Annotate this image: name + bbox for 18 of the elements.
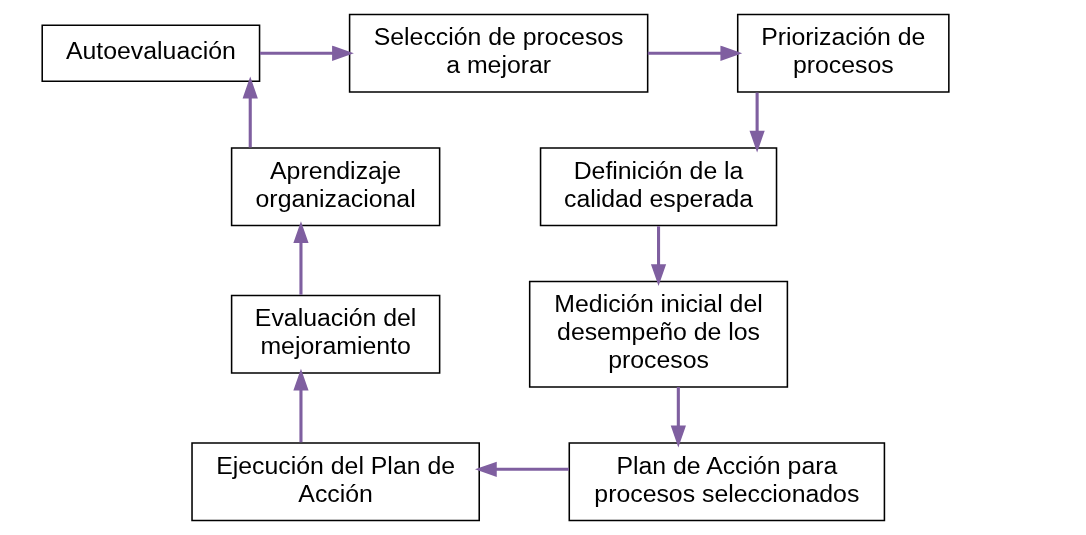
arrow	[292, 221, 309, 295]
node-box: Definición de la calidad esperada	[539, 147, 777, 227]
arrow	[749, 92, 765, 153]
node-box: Selección de procesos a mejorar	[348, 13, 648, 93]
node-box: Aprendizaje organizacional	[230, 147, 440, 227]
node-box: Ejecución del Plan de Acción	[190, 442, 480, 522]
arrow	[292, 368, 309, 443]
arrow	[474, 461, 569, 477]
node-box: Evaluación del mejoramiento	[230, 294, 440, 374]
arrow	[670, 387, 686, 448]
arrow	[259, 45, 354, 61]
node-box: Priorización de procesos	[736, 13, 950, 93]
arrow	[647, 45, 742, 61]
arrow	[242, 76, 258, 148]
arrow	[650, 226, 666, 286]
node-box: Plan de Acción para procesos seleccionados	[568, 442, 885, 522]
node-box: Autoevaluación	[40, 24, 260, 82]
node-box: Medición inicial del desempeño de los procesos	[528, 280, 788, 388]
